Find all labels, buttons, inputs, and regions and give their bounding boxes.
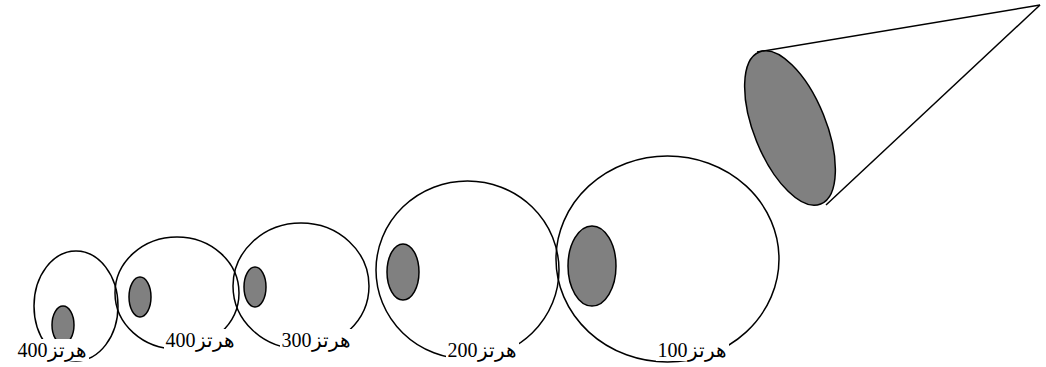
ring-core xyxy=(129,277,151,317)
ring: 300هرتز xyxy=(232,222,370,350)
frequency-label: 400هرتز xyxy=(16,339,89,361)
cone-edge xyxy=(826,5,1040,205)
frequency-label: 300هرتز xyxy=(280,329,353,351)
ring-core xyxy=(244,267,266,307)
ring: 400هرتز xyxy=(114,236,240,350)
ring-circle xyxy=(376,181,559,359)
ring-core xyxy=(568,226,616,306)
ring: 400هرتز xyxy=(33,250,119,362)
ring-outline xyxy=(555,155,780,363)
ring: 200هرتز xyxy=(375,180,560,360)
ring-core xyxy=(387,244,419,300)
frequency-label: 200هرتز xyxy=(446,339,519,361)
ring: 100هرتز xyxy=(555,155,780,363)
ring-circle xyxy=(556,156,779,362)
ring-outline xyxy=(375,180,560,360)
frequency-label: 400هرتز xyxy=(164,329,237,351)
frequency-label: 100هرتز xyxy=(656,339,729,361)
cone-mouth xyxy=(726,38,854,217)
